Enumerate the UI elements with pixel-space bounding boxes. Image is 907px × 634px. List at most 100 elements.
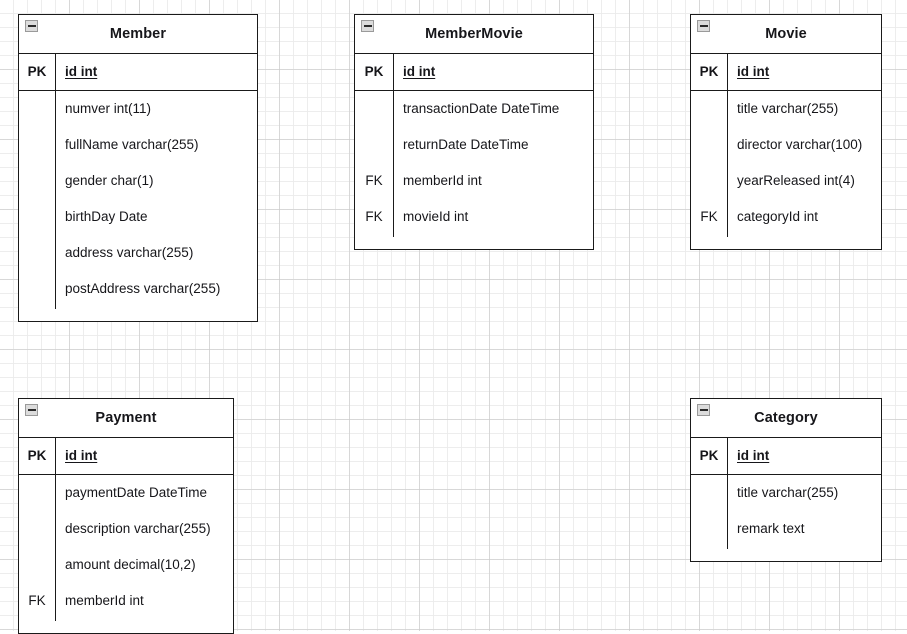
key-column-divider [727, 438, 728, 475]
pk-label: PK [699, 64, 719, 80]
minus-collapse-icon[interactable] [697, 20, 710, 32]
attribute-section: title varchar(255) remark text [691, 475, 881, 549]
attribute-name: categoryId int [737, 209, 819, 225]
pk-section: PK id int [19, 54, 257, 91]
attribute-name: transactionDate DateTime [403, 101, 560, 117]
attribute-name: id int [737, 448, 770, 464]
attribute-name: title varchar(255) [737, 485, 839, 501]
entity-header-membermovie[interactable]: MemberMovie [355, 15, 593, 54]
pk-label: PK [27, 448, 47, 464]
attribute-name: birthDay Date [65, 209, 148, 225]
attribute-row[interactable]: title varchar(255) [691, 91, 881, 127]
pk-label: PK [27, 64, 47, 80]
pk-section: PK id int [691, 438, 881, 475]
entity-header-member[interactable]: Member [19, 15, 257, 54]
attribute-name: title varchar(255) [737, 101, 839, 117]
entity-title: MemberMovie [425, 25, 523, 42]
attribute-row[interactable]: remark text [691, 511, 881, 547]
entity-header-movie[interactable]: Movie [691, 15, 881, 54]
attribute-section: transactionDate DateTime returnDate DateT… [355, 91, 593, 237]
attribute-row[interactable]: address varchar(255) [19, 235, 257, 271]
attribute-name: amount decimal(10,2) [65, 557, 196, 573]
attribute-column-divider [727, 475, 728, 549]
entity-header-category[interactable]: Category [691, 399, 881, 438]
pk-label: PK [699, 448, 719, 464]
attribute-row[interactable]: FK memberId int [355, 163, 593, 199]
attribute-row[interactable]: description varchar(255) [19, 511, 233, 547]
entity-body-member: PK id int numver int(11) fullName varchar(2… [19, 54, 257, 321]
attribute-section: title varchar(255) director varchar(100) y… [691, 91, 881, 237]
attribute-row[interactable]: returnDate DateTime [355, 127, 593, 163]
attribute-row[interactable]: title varchar(255) [691, 475, 881, 511]
attribute-row[interactable]: amount decimal(10,2) [19, 547, 233, 583]
entity-bottom-padding [355, 235, 593, 249]
entity-body-payment: PK id int paymentDate DateTime description … [19, 438, 233, 633]
attribute-name: id int [65, 448, 98, 464]
pk-section: PK id int [355, 54, 593, 91]
attribute-name: id int [403, 64, 436, 80]
key-column-divider [727, 54, 728, 91]
attribute-name: description varchar(255) [65, 521, 211, 537]
minus-collapse-icon[interactable] [361, 20, 374, 32]
attribute-row[interactable]: postAddress varchar(255) [19, 271, 257, 307]
minus-collapse-icon[interactable] [25, 20, 38, 32]
attribute-column-divider [727, 91, 728, 237]
attribute-row[interactable]: fullName varchar(255) [19, 127, 257, 163]
primary-key-row[interactable]: PK id int [19, 438, 233, 475]
attribute-name: memberId int [403, 173, 482, 189]
minus-collapse-icon[interactable] [25, 404, 38, 416]
attribute-column-divider [55, 91, 56, 309]
pk-section: PK id int [691, 54, 881, 91]
pk-label: PK [364, 64, 384, 80]
primary-key-row[interactable]: PK id int [691, 438, 881, 475]
fk-label: FK [28, 593, 46, 609]
pk-section: PK id int [19, 438, 233, 475]
attribute-name: yearReleased int(4) [737, 173, 855, 189]
attribute-row[interactable]: FK movieId int [355, 199, 593, 235]
attribute-row[interactable]: gender char(1) [19, 163, 257, 199]
entity-title: Payment [95, 409, 157, 426]
attribute-section: paymentDate DateTime description varchar(… [19, 475, 233, 621]
entity-body-movie: PK id int title varchar(255) director varch… [691, 54, 881, 249]
attribute-name: id int [737, 64, 770, 80]
primary-key-row[interactable]: PK id int [19, 54, 257, 91]
key-column-divider [393, 54, 394, 91]
attribute-row[interactable]: yearReleased int(4) [691, 163, 881, 199]
attribute-name: address varchar(255) [65, 245, 194, 261]
minus-collapse-icon[interactable] [697, 404, 710, 416]
attribute-name: remark text [737, 521, 805, 537]
entity-bottom-padding [691, 547, 881, 561]
attribute-row[interactable]: FK categoryId int [691, 199, 881, 235]
fk-label: FK [365, 209, 383, 225]
entity-header-payment[interactable]: Payment [19, 399, 233, 438]
attribute-row[interactable]: numver int(11) [19, 91, 257, 127]
attribute-column-divider [393, 91, 394, 237]
attribute-row[interactable]: director varchar(100) [691, 127, 881, 163]
attribute-name: movieId int [403, 209, 469, 225]
entity-title: Member [109, 25, 167, 42]
primary-key-row[interactable]: PK id int [691, 54, 881, 91]
entity-bottom-padding [19, 307, 257, 321]
fk-label: FK [700, 209, 718, 225]
attribute-row[interactable]: paymentDate DateTime [19, 475, 233, 511]
attribute-column-divider [55, 475, 56, 621]
key-column-divider [55, 438, 56, 475]
attribute-row[interactable]: birthDay Date [19, 199, 257, 235]
primary-key-row[interactable]: PK id int [355, 54, 593, 91]
attribute-row[interactable]: transactionDate DateTime [355, 91, 593, 127]
entity-title: Movie [765, 25, 807, 42]
key-column-divider [55, 54, 56, 91]
fk-label: FK [365, 173, 383, 189]
attribute-name: paymentDate DateTime [65, 485, 208, 501]
attribute-name: fullName varchar(255) [65, 137, 199, 153]
attribute-name: director varchar(100) [737, 137, 863, 153]
entity-title: Category [754, 409, 818, 426]
entity-bottom-padding [691, 235, 881, 249]
attribute-name: id int [65, 64, 98, 80]
